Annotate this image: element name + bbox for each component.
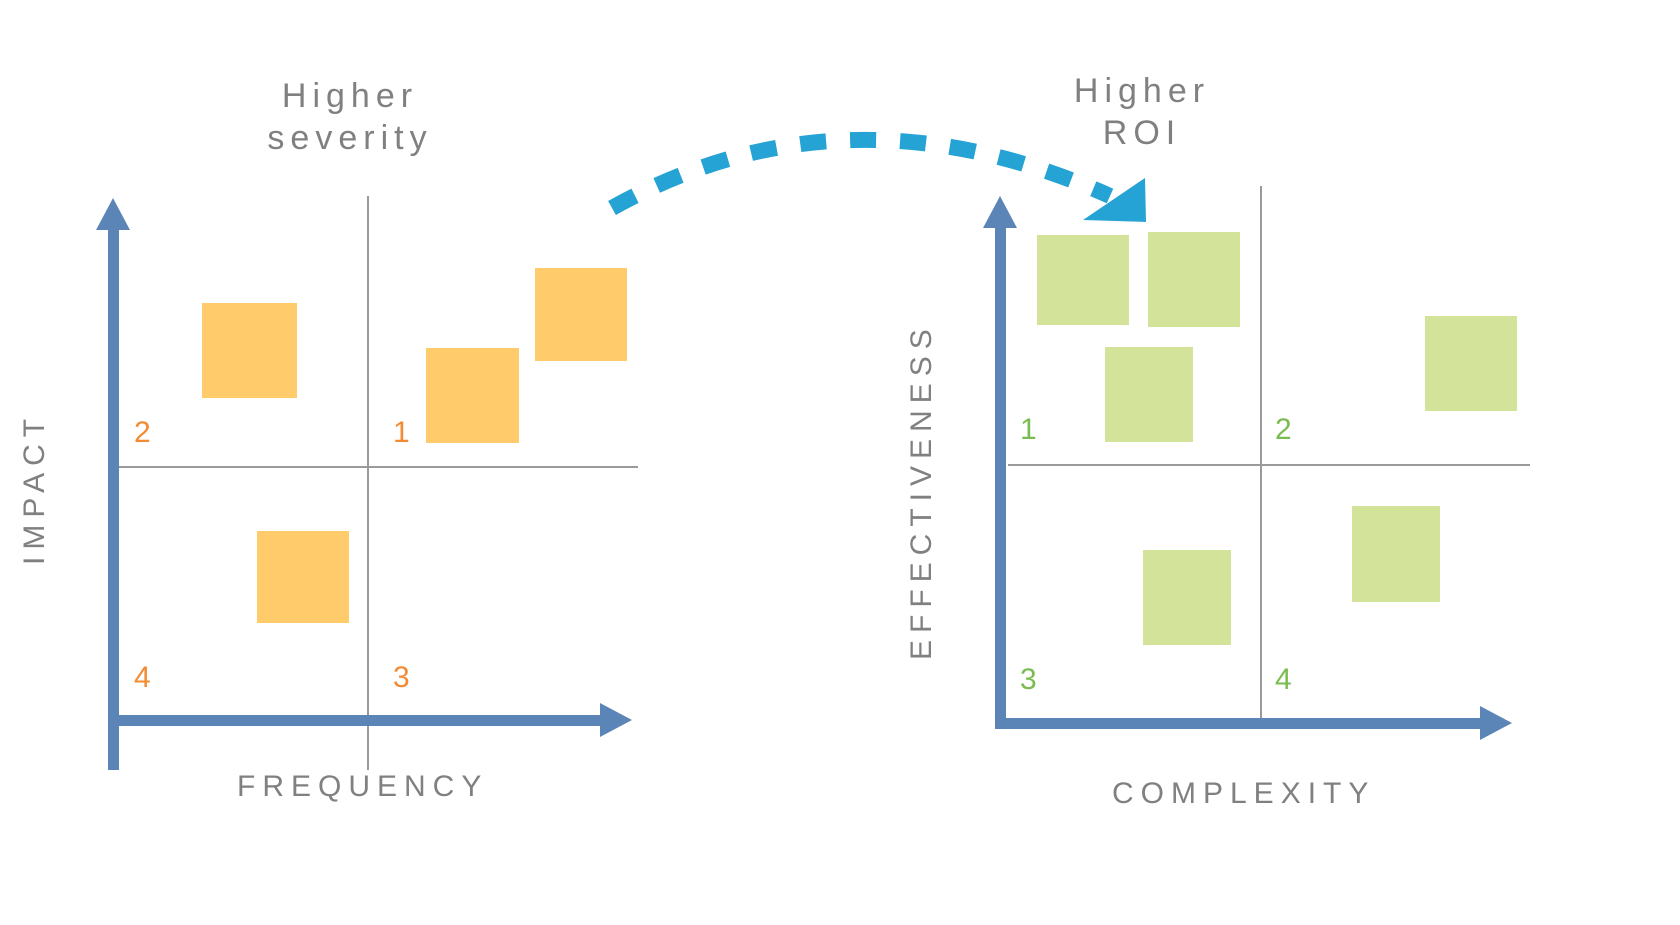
left-block-q1-b (535, 268, 627, 361)
right-y-axis (995, 227, 1006, 725)
right-quadrant-label-4: 4 (1275, 663, 1292, 696)
left-y-axis (108, 230, 119, 770)
left-callout-caption: Higher severity (267, 77, 433, 157)
left-x-axis (108, 715, 600, 726)
left-x-axis-title: FREQUENCY (237, 770, 489, 803)
left-quadrant-chart: Higher severity 2 1 4 3 FREQUENCY IMPACT (0, 0, 700, 925)
right-callout-caption: Higher ROI (1073, 72, 1211, 152)
right-quadrant-chart: Higher ROI 1 2 3 4 COMPLEXITY EFFECTIVEN… (890, 0, 1590, 925)
right-y-axis-arrow-icon (983, 196, 1017, 228)
left-block-q1-a (426, 348, 519, 443)
right-block-q2-a (1425, 316, 1517, 411)
left-y-axis-title: IMPACT (18, 411, 51, 565)
left-quadrant-label-4: 4 (134, 661, 151, 694)
left-quadrant-label-3: 3 (393, 661, 410, 694)
right-quadrant-label-2: 2 (1275, 413, 1292, 446)
left-vertical-divider (367, 196, 369, 770)
right-x-axis (995, 718, 1480, 729)
left-x-axis-arrow-icon (600, 703, 632, 737)
left-horizontal-divider (113, 466, 638, 468)
right-horizontal-divider (1008, 464, 1530, 466)
right-quadrant-label-1: 1 (1020, 413, 1037, 446)
left-block-q2-a (202, 303, 297, 398)
left-quadrant-label-2: 2 (134, 416, 151, 449)
right-x-axis-title: COMPLEXITY (1112, 777, 1376, 810)
left-y-axis-arrow-icon (96, 198, 130, 230)
right-vertical-divider (1260, 186, 1262, 725)
left-block-q4-a (257, 531, 349, 623)
left-quadrant-label-1: 1 (393, 416, 410, 449)
right-block-q1-c (1105, 347, 1193, 442)
right-x-axis-arrow-icon (1480, 706, 1512, 740)
right-block-q3-a (1143, 550, 1231, 645)
right-block-q4-a (1352, 506, 1440, 602)
right-quadrant-label-3: 3 (1020, 663, 1037, 696)
right-block-q1-a (1037, 235, 1129, 325)
right-block-q1-b (1148, 232, 1240, 327)
right-y-axis-title: EFFECTIVENESS (905, 322, 938, 660)
